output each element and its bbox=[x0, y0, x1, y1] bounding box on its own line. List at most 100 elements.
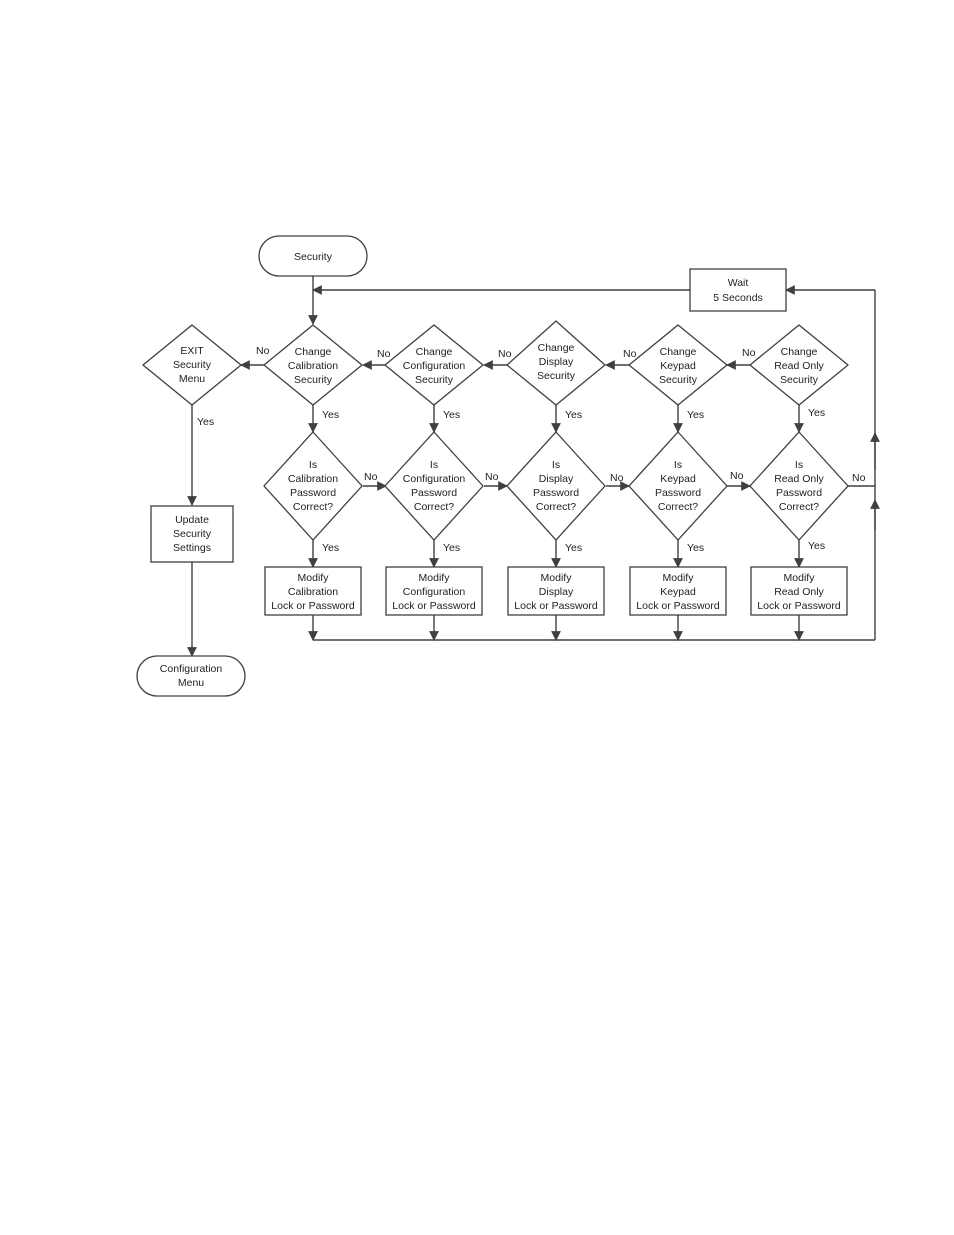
password-check-line-1: Is bbox=[674, 459, 682, 471]
security-columns: ChangeCalibrationSecurityYesIsCalibratio… bbox=[262, 320, 850, 616]
label-no-check-1: No bbox=[364, 471, 378, 483]
label-yes-check-1: Yes bbox=[322, 542, 339, 554]
edge-labels: No No No No No Yes No No No No No bbox=[197, 345, 866, 484]
password-check-line-4: Correct? bbox=[658, 501, 698, 513]
password-check-line-3: Password bbox=[411, 487, 457, 499]
change-decision-line-1: Change bbox=[295, 346, 332, 358]
change-decision-line-1: Change bbox=[538, 342, 575, 354]
modify-box-line-2: Keypad bbox=[660, 586, 696, 598]
start-terminal: Security bbox=[258, 235, 368, 277]
password-check-line-1: Is bbox=[795, 459, 803, 471]
modify-box-line-2: Display bbox=[539, 586, 574, 598]
modify-box-line-3: Lock or Password bbox=[757, 600, 841, 612]
password-check-line-2: Calibration bbox=[288, 473, 338, 485]
modify-box-line-1: Modify bbox=[419, 572, 451, 584]
label-yes-change-1: Yes bbox=[322, 409, 339, 421]
exit-decision-line-3: Menu bbox=[179, 373, 205, 385]
password-check-line-2: Display bbox=[539, 473, 574, 485]
change-decision-line-1: Change bbox=[781, 346, 818, 358]
modify-box-line-1: Modify bbox=[663, 572, 695, 584]
update-settings-box: Update Security Settings bbox=[150, 505, 234, 563]
label-yes-check-2: Yes bbox=[443, 542, 460, 554]
modify-box-line-1: Modify bbox=[784, 572, 816, 584]
modify-box-line-3: Lock or Password bbox=[271, 600, 355, 612]
change-decision-line-3: Security bbox=[780, 374, 819, 386]
exit-decision: EXIT Security Menu bbox=[141, 324, 243, 406]
exit-decision-line-2: Security bbox=[173, 359, 212, 371]
change-decision-line-2: Keypad bbox=[660, 360, 696, 372]
change-decision-line-2: Calibration bbox=[288, 360, 338, 372]
label-yes-change-5: Yes bbox=[808, 407, 825, 419]
password-check-line-4: Correct? bbox=[536, 501, 576, 513]
label-yes-change-3: Yes bbox=[565, 409, 582, 421]
change-decision-line-2: Display bbox=[539, 356, 574, 368]
change-decision-line-3: Security bbox=[415, 374, 454, 386]
password-check-line-3: Password bbox=[290, 487, 336, 499]
change-decision-line-3: Security bbox=[294, 374, 333, 386]
connectors bbox=[187, 276, 880, 657]
modify-box-line-3: Lock or Password bbox=[514, 600, 598, 612]
update-box-line-3: Settings bbox=[173, 542, 211, 554]
update-box-line-2: Security bbox=[173, 528, 212, 540]
modify-box-line-2: Calibration bbox=[288, 586, 338, 598]
label-no-check-3: No bbox=[610, 472, 624, 484]
change-decision-line-2: Configuration bbox=[403, 360, 466, 372]
password-check-line-3: Password bbox=[655, 487, 701, 499]
column-3: ChangeDisplaySecurityYesIsDisplayPasswor… bbox=[506, 320, 606, 616]
label-no-config: No bbox=[377, 348, 391, 360]
label-no-readonly: No bbox=[742, 347, 756, 359]
end-terminal-line-1: Configuration bbox=[160, 663, 223, 675]
password-check-line-3: Password bbox=[776, 487, 822, 499]
end-terminal-line-2: Menu bbox=[178, 677, 204, 689]
password-check-line-2: Configuration bbox=[403, 473, 466, 485]
change-decision-line-1: Change bbox=[660, 346, 697, 358]
password-check-line-4: Correct? bbox=[293, 501, 333, 513]
wait-box-line-2: 5 Seconds bbox=[713, 292, 763, 304]
column-1: ChangeCalibrationSecurityYesIsCalibratio… bbox=[262, 324, 364, 616]
label-no-check-2: No bbox=[485, 471, 499, 483]
label-no-keypad: No bbox=[623, 348, 637, 360]
exit-decision-line-1: EXIT bbox=[180, 345, 204, 357]
change-decision-line-3: Security bbox=[537, 370, 576, 382]
wait-box: Wait 5 Seconds bbox=[689, 268, 787, 312]
password-check-line-1: Is bbox=[430, 459, 438, 471]
end-terminal: Configuration Menu bbox=[136, 655, 246, 697]
label-no-check-5: No bbox=[852, 472, 866, 484]
password-check-line-4: Correct? bbox=[779, 501, 819, 513]
label-yes-exit: Yes bbox=[197, 416, 214, 428]
label-yes-change-4: Yes bbox=[687, 409, 704, 421]
password-check-line-1: Is bbox=[552, 459, 560, 471]
password-check-line-3: Password bbox=[533, 487, 579, 499]
password-check-line-2: Keypad bbox=[660, 473, 696, 485]
update-box-line-1: Update bbox=[175, 514, 209, 526]
start-terminal-text: Security bbox=[294, 251, 333, 263]
column-4: ChangeKeypadSecurityYesIsKeypadPasswordC… bbox=[627, 324, 729, 616]
change-decision-line-2: Read Only bbox=[774, 360, 824, 372]
password-check-line-2: Read Only bbox=[774, 473, 824, 485]
password-check-line-4: Correct? bbox=[414, 501, 454, 513]
label-no-check-4: No bbox=[730, 470, 744, 482]
modify-box-line-1: Modify bbox=[541, 572, 573, 584]
change-decision-line-3: Security bbox=[659, 374, 698, 386]
label-yes-check-5: Yes bbox=[808, 540, 825, 552]
label-yes-check-3: Yes bbox=[565, 542, 582, 554]
label-no-display: No bbox=[498, 348, 512, 360]
column-2: ChangeConfigurationSecurityYesIsConfigur… bbox=[383, 324, 485, 616]
modify-box-line-1: Modify bbox=[298, 572, 330, 584]
modify-box-line-2: Configuration bbox=[403, 586, 466, 598]
